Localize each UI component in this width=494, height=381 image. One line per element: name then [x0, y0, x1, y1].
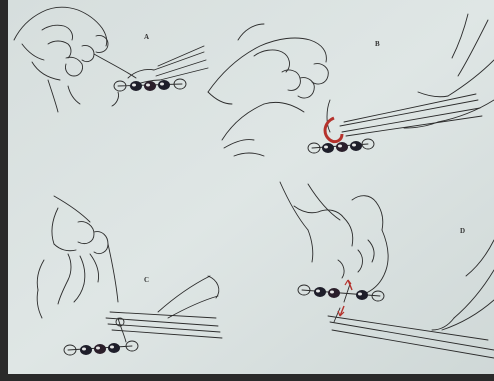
panel-label-b: B	[375, 40, 380, 48]
illustration-sheet	[8, 0, 494, 374]
panel-a-beads	[130, 80, 170, 91]
panel-label-d: D	[460, 227, 465, 235]
panel-label-c: C	[144, 276, 149, 284]
paper-background	[8, 0, 494, 374]
panel-label-a: A	[144, 33, 149, 41]
